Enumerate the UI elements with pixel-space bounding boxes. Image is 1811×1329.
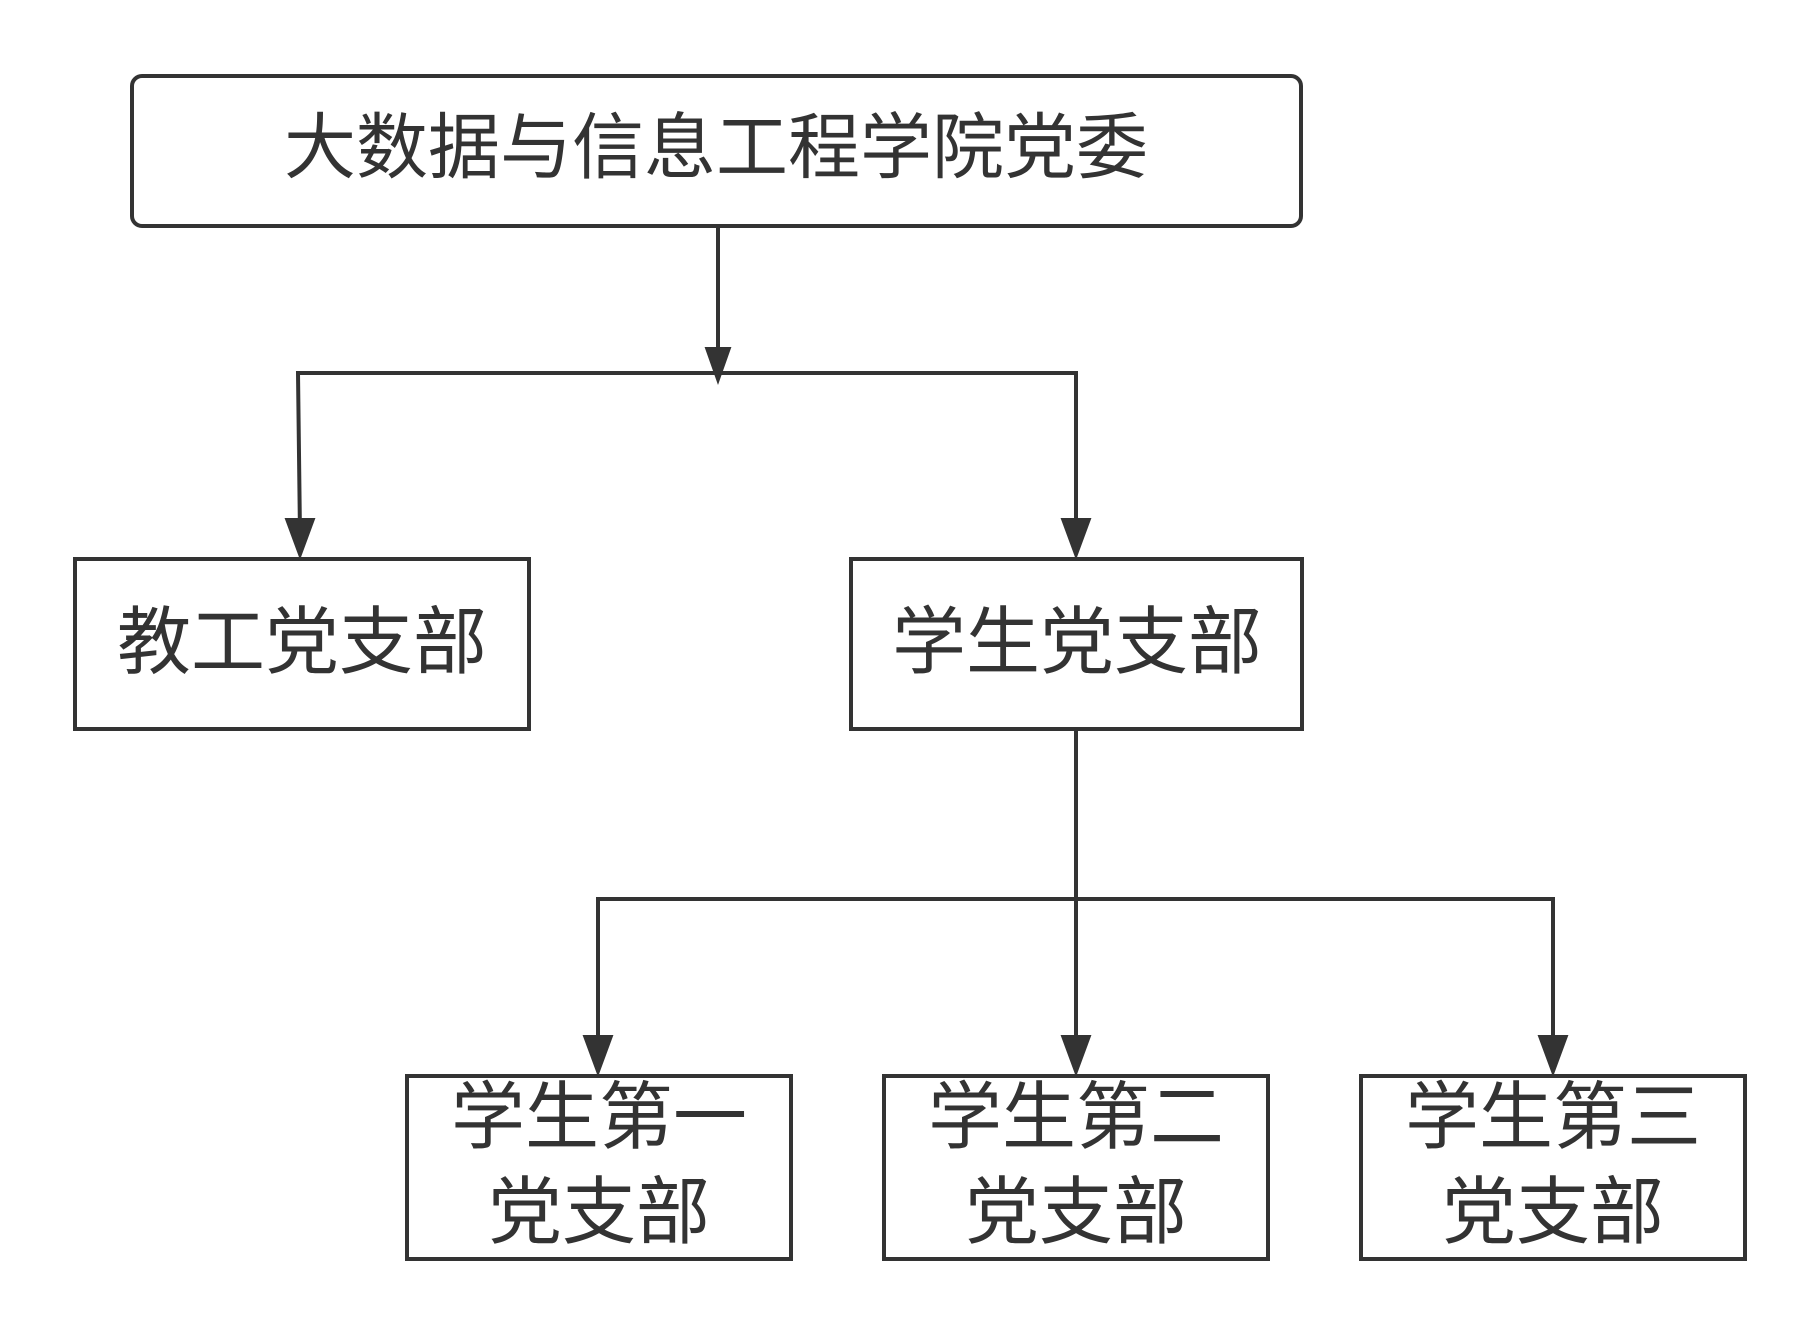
sub-branch-2-label-line2: 党支部 <box>965 1170 1187 1256</box>
sub-branch-1-label-line2: 党支部 <box>488 1170 710 1256</box>
connectors <box>284 227 1569 1077</box>
student-branch-box <box>849 557 1304 731</box>
student-branch-label: 学生党支部 <box>892 600 1262 686</box>
sub-branch-2-label-line1: 学生第二 <box>928 1075 1224 1161</box>
sub-branch-1-box <box>405 1074 793 1261</box>
student-sub-branch-2: 学生第二 党支部 <box>882 1074 1270 1261</box>
edge-junction-to-student <box>718 371 1078 535</box>
sub-branch-2-box <box>882 1074 1270 1261</box>
arrowhead-root-junction <box>704 347 732 386</box>
staff-branch-box <box>73 557 531 731</box>
edge-sub-bus <box>596 897 1555 1052</box>
student-sub-branch-1: 学生第一 党支部 <box>405 1074 793 1261</box>
staff-branch-label: 教工党支部 <box>117 600 487 686</box>
sub-branch-3-box <box>1359 1074 1747 1261</box>
edge-junction-to-staff <box>295 371 718 536</box>
arrowhead-sub-2 <box>1060 1035 1092 1077</box>
arrowhead-sub-3 <box>1537 1035 1569 1077</box>
root-node: 大数据与信息工程学院党委 <box>130 74 1303 228</box>
root-node-label: 大数据与信息工程学院党委 <box>284 106 1148 190</box>
sub-branch-3-label-line1: 学生第三 <box>1405 1075 1701 1161</box>
arrowhead-sub-1 <box>582 1035 614 1077</box>
student-branch-node: 学生党支部 <box>849 557 1304 731</box>
staff-branch-node: 教工党支部 <box>73 557 531 731</box>
student-sub-branch-3: 学生第三 党支部 <box>1359 1074 1747 1261</box>
sub-branch-3-label-line2: 党支部 <box>1442 1170 1664 1256</box>
sub-branch-1-label-line1: 学生第一 <box>451 1075 747 1161</box>
root-node-box <box>130 74 1303 228</box>
arrowhead-student <box>1060 518 1092 560</box>
arrowhead-staff <box>284 518 316 560</box>
